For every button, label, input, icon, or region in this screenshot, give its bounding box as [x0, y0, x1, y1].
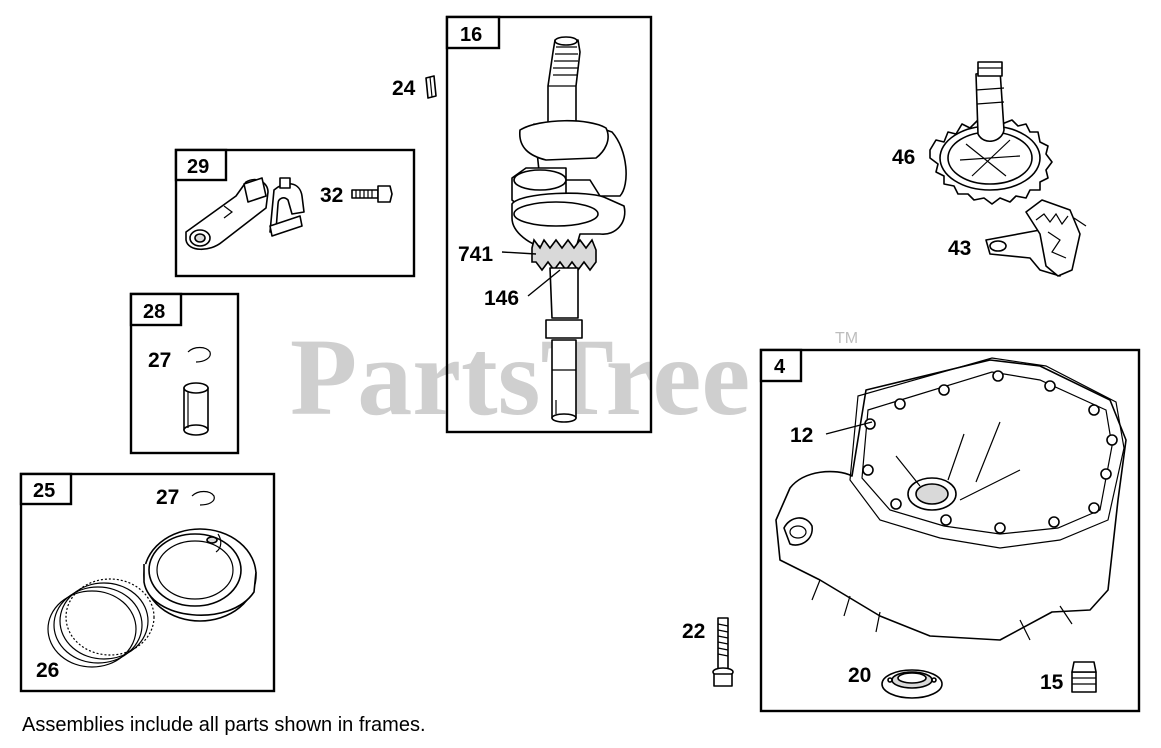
sump-icon	[775, 357, 1127, 641]
piston-rings-icon	[47, 578, 155, 668]
woodruff-key-icon	[425, 75, 437, 99]
callout-32[interactable]: 32	[320, 184, 343, 207]
callout-20[interactable]: 20	[848, 664, 871, 687]
connecting-rod-icon	[185, 177, 305, 251]
assemblies-caption: Assemblies include all parts shown in fr…	[22, 714, 426, 736]
gasket-bolt-holes-icon	[862, 370, 1118, 534]
piston-icon	[143, 528, 257, 622]
callout-12[interactable]: 12	[790, 424, 813, 447]
drain-plug-icon	[1071, 661, 1097, 693]
callout-43[interactable]: 43	[948, 237, 971, 260]
frame-28-wrist-pin[interactable]: 28 27	[129, 292, 240, 455]
crankshaft-icon	[511, 36, 627, 423]
frame-29-connecting-rod[interactable]: 29 32	[174, 148, 416, 278]
callout-741[interactable]: 741	[458, 243, 493, 266]
watermark-trademark: TM	[835, 330, 858, 347]
callout-22[interactable]: 22	[682, 620, 705, 643]
wrist-pin-icon	[183, 382, 209, 436]
frame-25-piston[interactable]: 25 27 26	[19, 472, 276, 693]
retainer-clip-icon-2	[191, 490, 215, 506]
frame-29-number: 29	[187, 156, 209, 178]
part-22-bolt[interactable]: 22	[682, 617, 734, 687]
frame-4-sump[interactable]: 4	[759, 348, 1141, 713]
compression-release-icon	[985, 199, 1087, 277]
callout-46[interactable]: 46	[892, 146, 915, 169]
callout-26[interactable]: 26	[36, 659, 59, 682]
part-24-key[interactable]: 24	[392, 75, 437, 100]
frame-28-number: 28	[143, 301, 165, 323]
frame-16-crankshaft[interactable]: 16	[445, 15, 653, 434]
oil-seal-icon	[881, 669, 943, 699]
callout-15[interactable]: 15	[1040, 671, 1064, 694]
callout-146[interactable]: 146	[484, 287, 519, 310]
frame-4-number: 4	[774, 356, 786, 378]
watermark-text: PartsTree	[290, 316, 750, 438]
bolt-icon	[712, 617, 734, 687]
callout-27-retainer[interactable]: 27	[148, 349, 171, 372]
callout-24[interactable]: 24	[392, 77, 416, 100]
retainer-clip-icon	[187, 346, 211, 363]
frame-16-number: 16	[460, 24, 482, 46]
part-46-camshaft-gear[interactable]: 46	[892, 61, 1053, 205]
part-43-compression-release[interactable]: 43	[948, 199, 1087, 277]
callout-27-piston-clip[interactable]: 27	[156, 486, 179, 509]
cap-screw-icon	[351, 185, 393, 203]
frame-25-number: 25	[33, 480, 55, 502]
cam-gear-icon	[929, 61, 1053, 205]
